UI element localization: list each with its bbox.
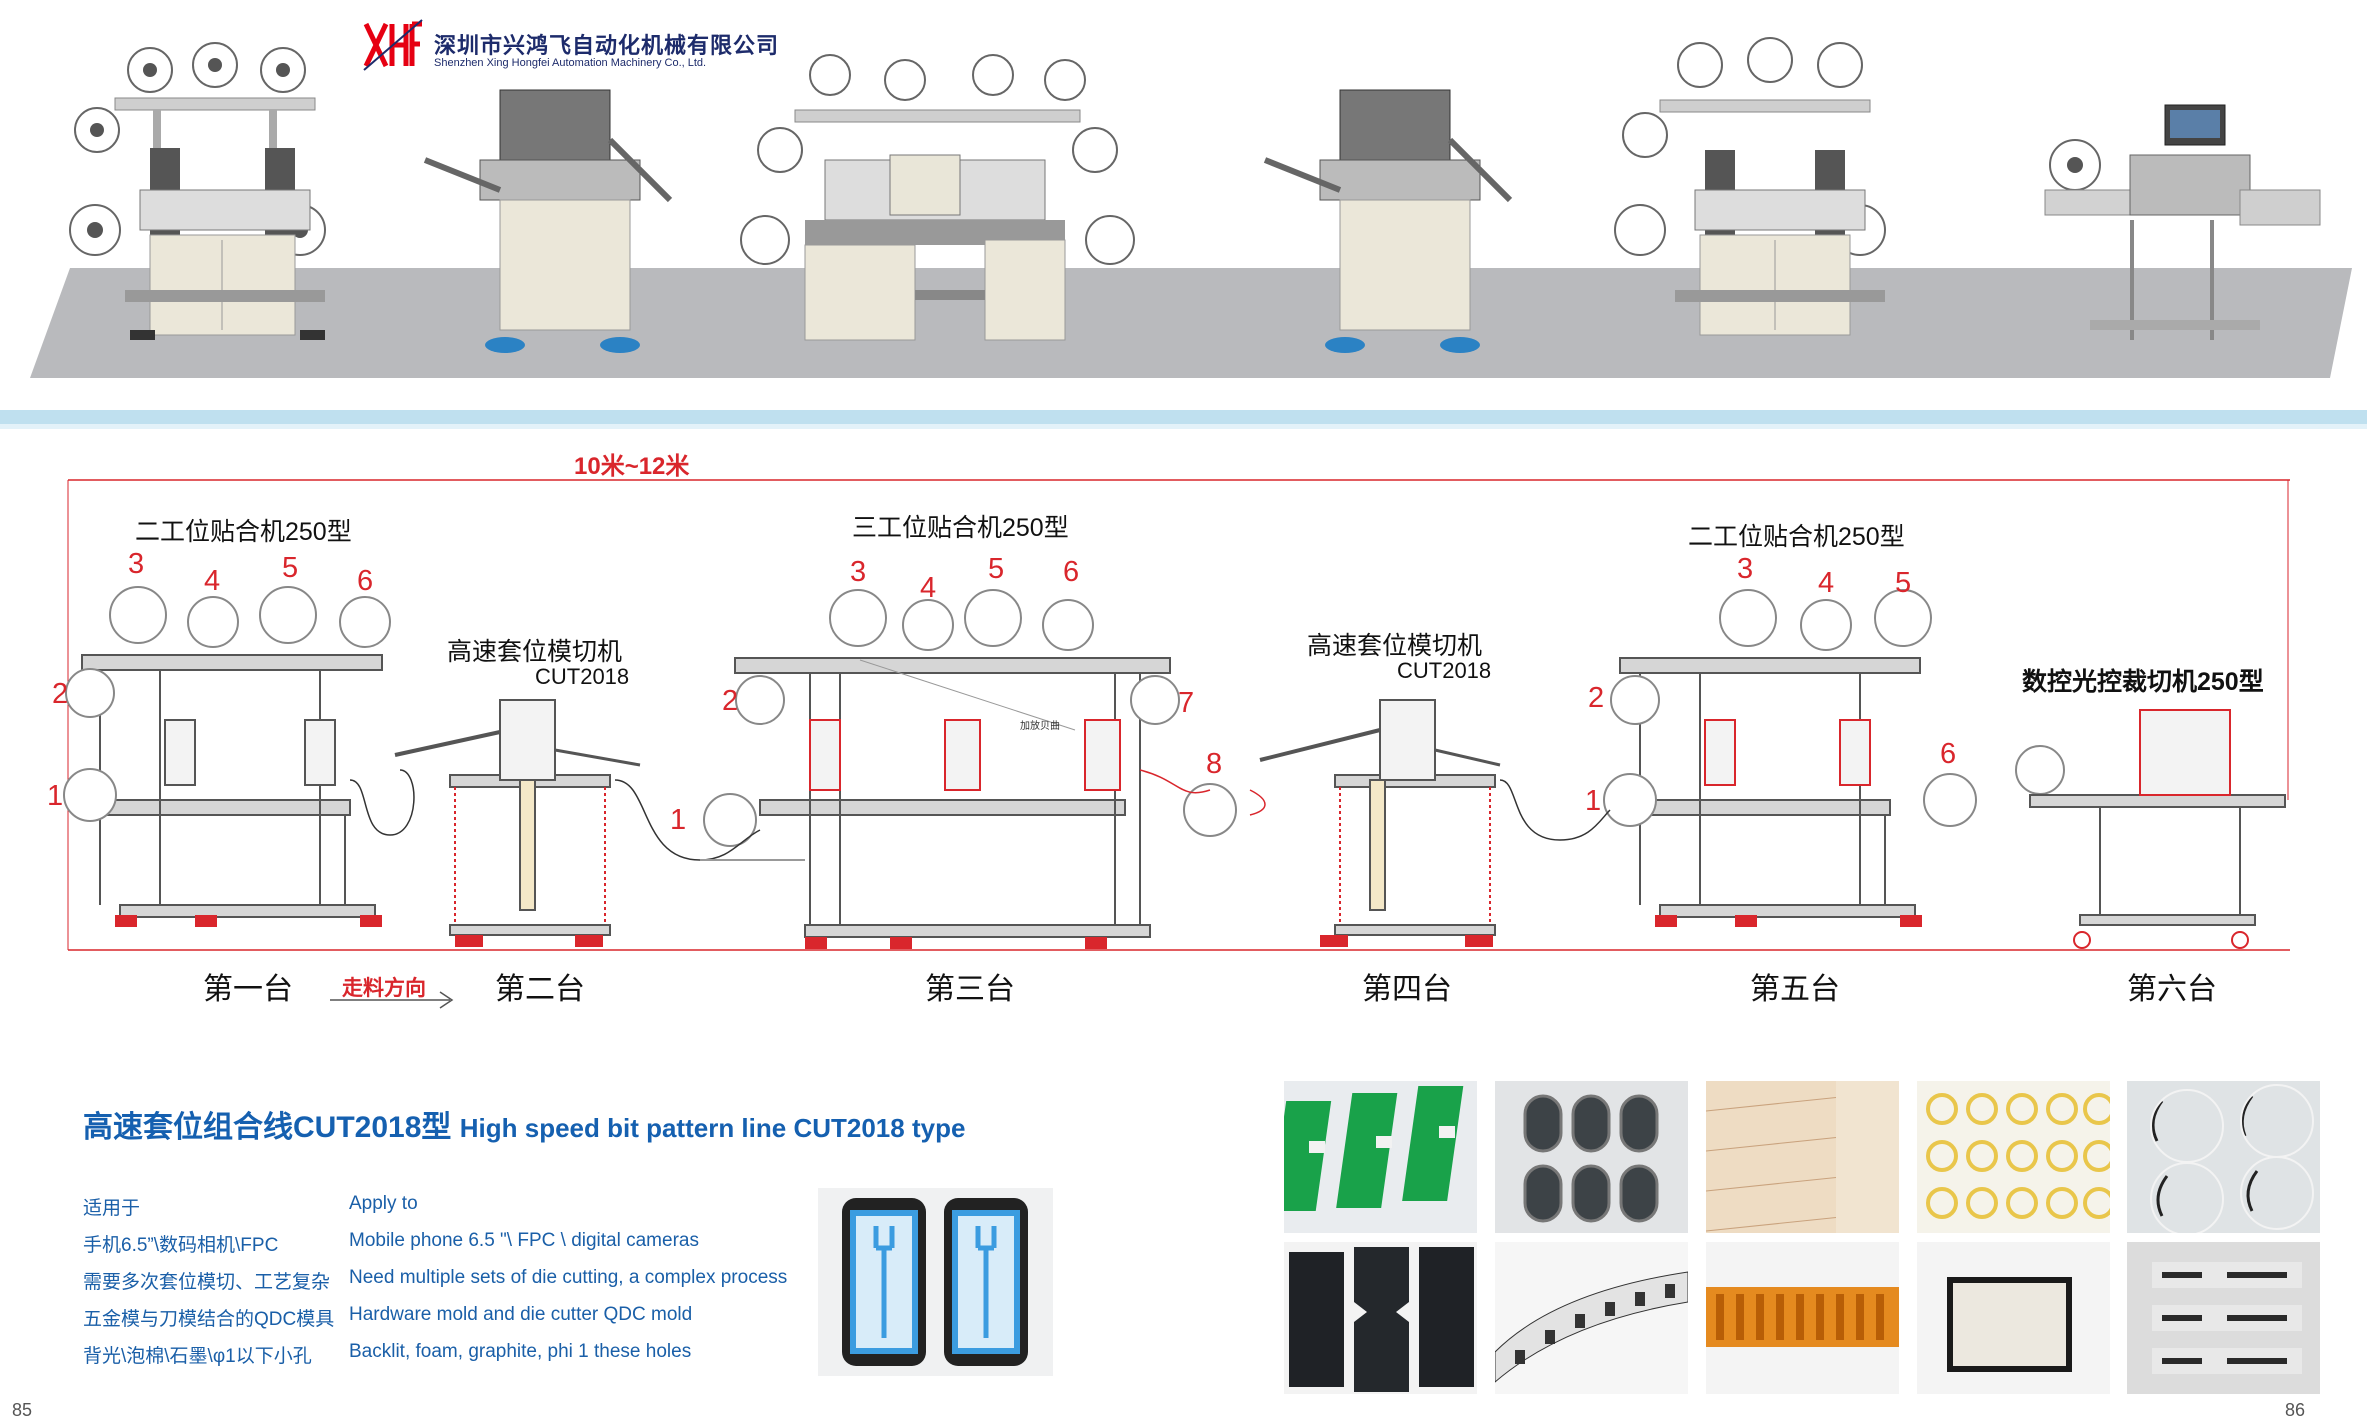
spec-cn-1: 手机6.5”\数码相机\FPC bbox=[83, 1235, 279, 1256]
m3-roll-6: 6 bbox=[1063, 556, 1080, 588]
company-name-en: Shenzhen Xing Hongfei Automation Machine… bbox=[434, 57, 707, 69]
company-logo: 深圳市兴鸿飞自动化机械有限公司 Shenzhen Xing Hongfei Au… bbox=[362, 16, 778, 74]
divider-strip bbox=[0, 410, 2367, 424]
laminator-photo-2 bbox=[740, 54, 1135, 341]
m1-roll-2: 2 bbox=[52, 678, 69, 710]
phone-frame-icon bbox=[842, 1198, 1028, 1366]
m1-roll-3: 3 bbox=[128, 548, 145, 580]
station-6-label: 第六台 bbox=[2127, 973, 2217, 1006]
m5-roll-2: 2 bbox=[1588, 682, 1605, 714]
line-length-label: 10米~12米 bbox=[574, 453, 690, 480]
m1-roll-4: 4 bbox=[204, 565, 221, 597]
orange-fpc-sample bbox=[1706, 1242, 1899, 1394]
cut-pieces-sample bbox=[2127, 1242, 2320, 1394]
product-title-en: High speed bit pattern line CUT2018 type bbox=[459, 1113, 966, 1143]
spec-cn-0: 适用于 bbox=[83, 1198, 141, 1219]
machine-4-model: CUT2018 bbox=[1397, 658, 1492, 683]
product-heading: 高速套位组合线CUT2018型 High speed bit pattern l… bbox=[83, 1102, 965, 1146]
machine-5-drawing bbox=[1499, 589, 1977, 927]
floor-shadow bbox=[30, 268, 2352, 378]
station-2-label: 第二台 bbox=[495, 973, 585, 1006]
machine-photo-band: 深圳市兴鸿飞自动化机械有限公司 Shenzhen Xing Hongfei Au… bbox=[0, 0, 2367, 429]
m1-roll-1: 1 bbox=[47, 780, 64, 812]
spec-cn-4: 背光\泡棉\石墨\φ1以下小孔 bbox=[83, 1346, 312, 1367]
machine-3-title: 三工位贴合机250型 bbox=[852, 514, 1069, 542]
station-3-label: 第三台 bbox=[925, 973, 1015, 1006]
m5-roll-6: 6 bbox=[1940, 738, 1957, 770]
machine-2-model: CUT2018 bbox=[535, 664, 630, 689]
company-name-cn: 深圳市兴鸿飞自动化机械有限公司 bbox=[434, 33, 780, 58]
machine-6-drawing bbox=[2015, 709, 2286, 949]
divider-strip-light bbox=[0, 424, 2367, 429]
m3-roll-8: 8 bbox=[1206, 748, 1223, 780]
oval-pads-sample bbox=[1495, 1081, 1688, 1233]
yellow-rings-sample bbox=[1917, 1081, 2110, 1233]
arc-film-sample bbox=[2127, 1081, 2320, 1233]
machine-1-title: 二工位贴合机250型 bbox=[135, 518, 352, 546]
m3-roll-1: 1 bbox=[670, 804, 687, 836]
laminator-photo-3 bbox=[1614, 37, 1886, 336]
machine-1-drawing bbox=[63, 586, 415, 927]
green-fpc-sample bbox=[1284, 1081, 1477, 1233]
page-number-left: 85 bbox=[12, 1400, 33, 1420]
station-5-label: 第五台 bbox=[1750, 973, 1840, 1006]
m3-roll-4: 4 bbox=[920, 572, 937, 604]
die-cutter-photo-2 bbox=[1263, 89, 1513, 353]
machine-4-drawing bbox=[1249, 699, 1501, 947]
spec-en-4: Backlit, foam, graphite, phi 1 these hol… bbox=[349, 1341, 692, 1362]
laminator-photo-1 bbox=[69, 42, 326, 340]
xhf-logo-icon bbox=[363, 19, 423, 71]
m5-roll-5: 5 bbox=[1895, 567, 1912, 599]
machine-4-title: 高速套位模切机 bbox=[1307, 632, 1483, 660]
page-number-right: 86 bbox=[2285, 1400, 2306, 1420]
die-cutter-photo-1 bbox=[423, 89, 673, 353]
m3-roll-5: 5 bbox=[988, 553, 1005, 585]
spec-en-2: Need multiple sets of die cutting, a com… bbox=[349, 1267, 788, 1288]
frame-sample bbox=[1917, 1242, 2110, 1394]
m3-roll-7: 7 bbox=[1178, 687, 1195, 719]
machine-5-title: 二工位贴合机250型 bbox=[1688, 523, 1905, 551]
m5-roll-1: 1 bbox=[1585, 785, 1602, 817]
feed-direction-label: 走料方向 bbox=[342, 977, 426, 1000]
inner-label: 加放贝曲 bbox=[1020, 721, 1060, 732]
spec-en-0: Apply to bbox=[349, 1193, 418, 1214]
phone-frame-sample bbox=[818, 1188, 1053, 1376]
spec-cn-2: 需要多次套位模切、工艺复杂 bbox=[83, 1272, 331, 1293]
spec-en-3: Hardware mold and die cutter QDC mold bbox=[349, 1304, 693, 1325]
m1-roll-5: 5 bbox=[282, 552, 299, 584]
m3-roll-2: 2 bbox=[722, 685, 739, 717]
station-1-label: 第一台 bbox=[203, 973, 293, 1006]
machine-2-drawing bbox=[394, 699, 641, 947]
cutting-machine-photo bbox=[2044, 104, 2321, 340]
machine-3-drawing bbox=[614, 589, 1237, 949]
machine-6-title: 数控光控裁切机250型 bbox=[2022, 668, 2264, 696]
product-title-cn: 高速套位组合线CUT2018型 bbox=[83, 1111, 452, 1144]
strip-roll-sample bbox=[1495, 1242, 1688, 1394]
m3-roll-3: 3 bbox=[850, 556, 867, 588]
m1-roll-6: 6 bbox=[357, 565, 374, 597]
production-line-diagram bbox=[63, 479, 2290, 1009]
spec-cn-3: 五金模与刀模结合的QDC模具 bbox=[83, 1309, 335, 1330]
spec-en-1: Mobile phone 6.5 "\ FPC \ digital camera… bbox=[349, 1230, 699, 1251]
m5-roll-3: 3 bbox=[1737, 553, 1754, 585]
black-sheet-sample bbox=[1284, 1242, 1477, 1394]
station-4-label: 第四台 bbox=[1362, 973, 1452, 1006]
feed-direction-arrow bbox=[330, 991, 454, 1009]
machine-2-title: 高速套位模切机 bbox=[447, 638, 623, 666]
tape-roll-sample bbox=[1706, 1081, 1899, 1233]
m5-roll-4: 4 bbox=[1818, 567, 1835, 599]
